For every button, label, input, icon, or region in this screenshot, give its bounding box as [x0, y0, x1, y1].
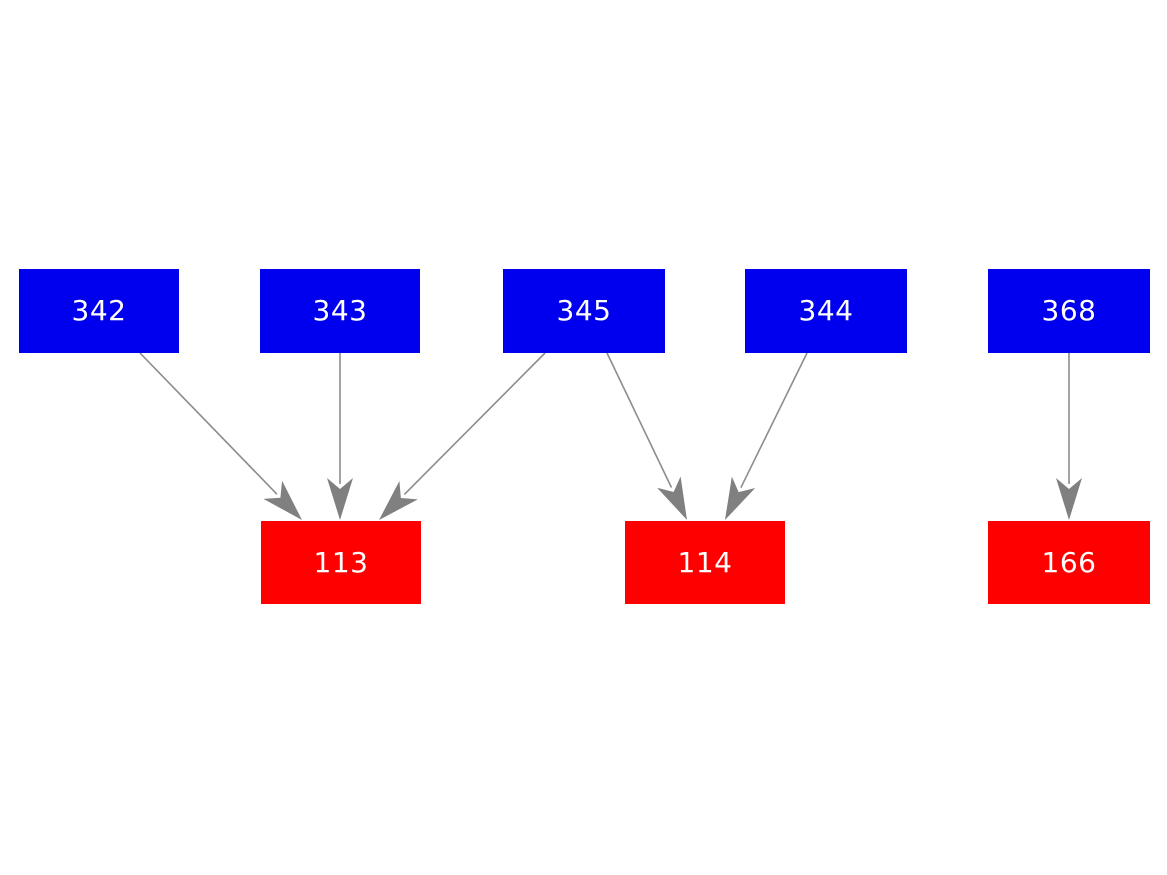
edge-arrowhead-342-to-113 [263, 480, 302, 520]
graph-node-label: 344 [798, 294, 854, 327]
graph-node-368[interactable]: 368 [988, 269, 1150, 353]
edge-line-345-to-113 [403, 352, 546, 496]
graph-node-label: 166 [1041, 545, 1097, 579]
graph-node-label: 368 [1041, 294, 1097, 327]
graph-node-344[interactable]: 344 [745, 269, 907, 353]
edge-arrowhead-368-to-166 [1056, 478, 1082, 520]
edge-line-344-to-114 [740, 352, 808, 489]
graph-node-label: 114 [677, 545, 733, 579]
graph-node-166[interactable]: 166 [988, 521, 1150, 604]
graph-node-342[interactable]: 342 [19, 269, 179, 353]
graph-node-343[interactable]: 343 [260, 269, 420, 353]
graph-node-label: 342 [71, 294, 127, 327]
edge-arrowhead-345-to-113 [379, 481, 418, 520]
graph-node-label: 343 [312, 294, 368, 327]
graph-node-345[interactable]: 345 [503, 269, 665, 353]
edge-arrowhead-344-to-114 [725, 476, 756, 520]
graph-node-label: 345 [556, 294, 612, 327]
graph-node-114[interactable]: 114 [625, 521, 785, 604]
graph-node-label: 113 [313, 545, 369, 579]
graph-node-113[interactable]: 113 [261, 521, 421, 604]
edge-line-345-to-114 [606, 352, 673, 488]
edge-arrowhead-345-to-114 [657, 476, 687, 520]
edge-arrowhead-343-to-113 [327, 478, 353, 520]
edge-line-342-to-113 [139, 352, 278, 495]
